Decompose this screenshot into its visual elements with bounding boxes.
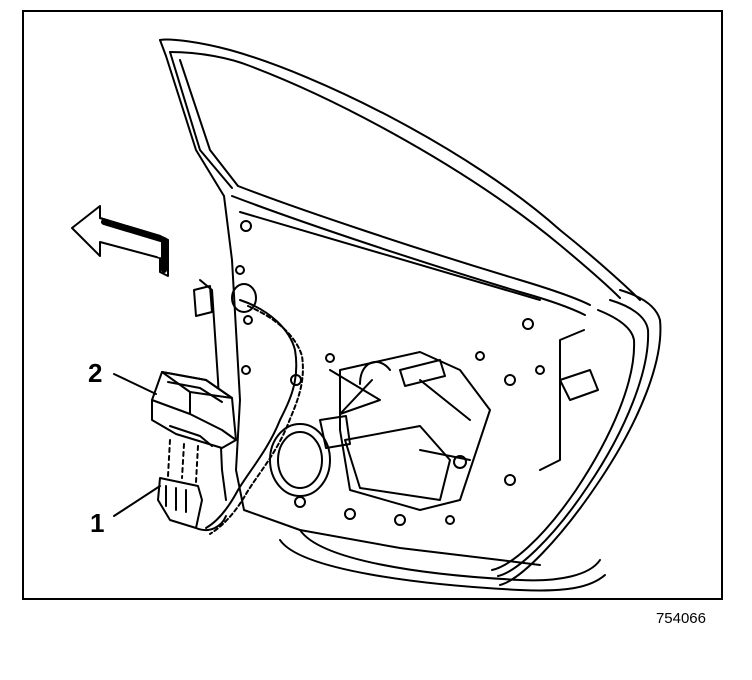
door-window-frame <box>159 38 641 316</box>
door-rear-edge <box>491 289 662 586</box>
callout-label: 1 <box>90 508 105 538</box>
callout-label: 2 <box>88 358 103 388</box>
door-control-module <box>151 371 237 449</box>
wiring-harness <box>193 285 304 535</box>
figure-number: 754066 <box>655 610 706 627</box>
callout-leaders <box>113 373 161 517</box>
direction-arrow-icon <box>71 205 169 277</box>
window-regulator-assembly <box>319 351 491 511</box>
wiring-connector <box>157 439 227 532</box>
